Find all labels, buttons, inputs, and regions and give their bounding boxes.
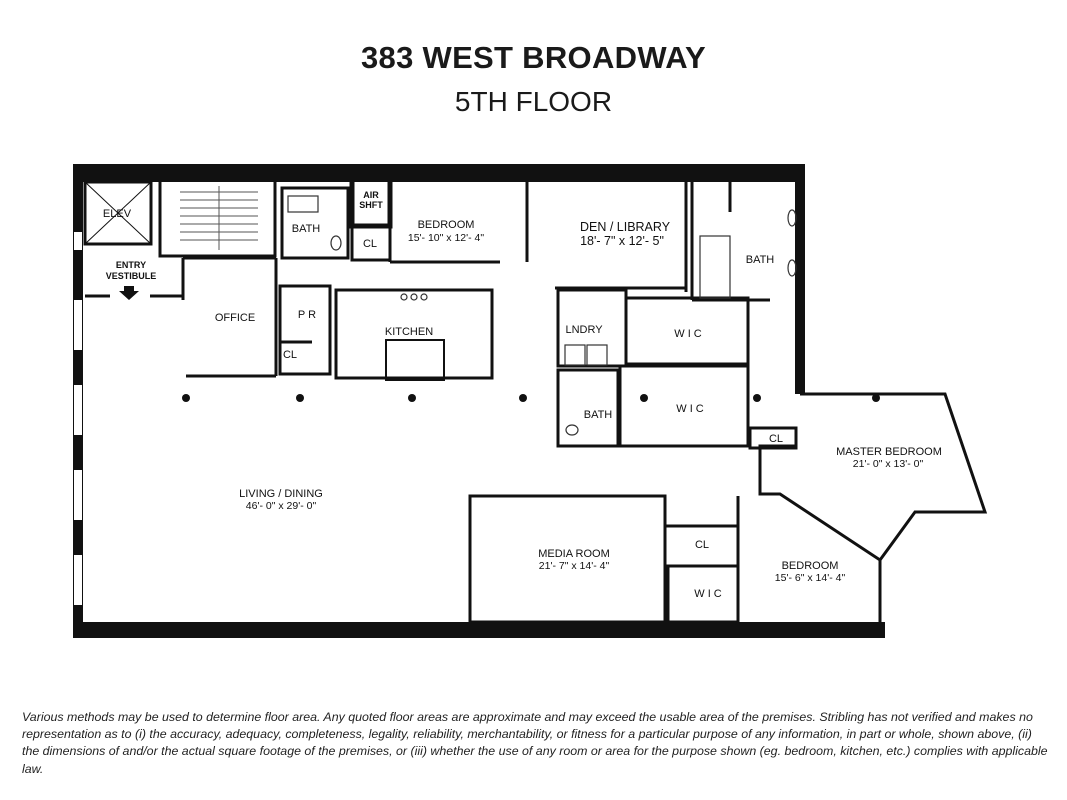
bedroom-bottom-dim: 15'- 6" x 14'- 4" (775, 572, 846, 584)
elev-label: ELEV (103, 208, 132, 220)
living-dim: 46'- 0" x 29'- 0" (246, 500, 317, 512)
interior-walls (83, 171, 988, 624)
left-windows (74, 232, 82, 605)
den-name: DEN / LIBRARY (580, 220, 671, 234)
pr-label: P R (298, 309, 316, 321)
air-shaft-label-1: AIR (363, 190, 379, 200)
laundry-label: LNDRY (565, 324, 603, 336)
stairs (180, 186, 258, 250)
cl-top-label: CL (363, 238, 377, 250)
entry-arrow (119, 286, 139, 300)
kitchen-label: KITCHEN (385, 326, 433, 338)
entry-label: ENTRY (116, 260, 146, 270)
wic-mid-label: W I C (676, 403, 704, 415)
living-name: LIVING / DINING (239, 488, 323, 500)
plan-subtitle: 5TH FLOOR (454, 86, 613, 117)
den-dim: 18'- 7" x 12'- 5" (580, 234, 664, 248)
wic-top-label: W I C (674, 328, 702, 340)
vestibule-label: VESTIBULE (106, 271, 157, 281)
bedroom-bottom-name: BEDROOM (782, 560, 839, 572)
bath-top-label: BATH (292, 223, 321, 235)
office-label: OFFICE (215, 312, 255, 324)
bedroom-top-name: BEDROOM (418, 219, 475, 231)
cl-media-label: CL (695, 539, 709, 551)
disclaimer-text: Various methods may be used to determine… (22, 710, 1048, 776)
master-dim: 21'- 0" x 13'- 0" (853, 458, 924, 470)
fixtures (287, 195, 797, 436)
plan-title: 383 WEST BROADWAY (360, 40, 707, 75)
media-dim: 21'- 7" x 14'- 4" (539, 560, 610, 572)
media-name: MEDIA ROOM (538, 548, 610, 560)
wic-bottom-label: W I C (694, 588, 722, 600)
master-name: MASTER BEDROOM (836, 446, 942, 458)
columns (182, 394, 880, 402)
bath-mid-label: BATH (584, 409, 613, 421)
cl-master-label: CL (769, 433, 783, 445)
bedroom-top-dim: 15'- 10" x 12'- 4" (408, 232, 485, 244)
floor-plan: ELEV ENTRY VESTIBULE BATH AIR SHFT CL BE… (73, 164, 988, 638)
bath-right-label: BATH (746, 254, 775, 266)
cl-office-label: CL (283, 349, 297, 361)
air-shaft-label-2: SHFT (359, 200, 383, 210)
